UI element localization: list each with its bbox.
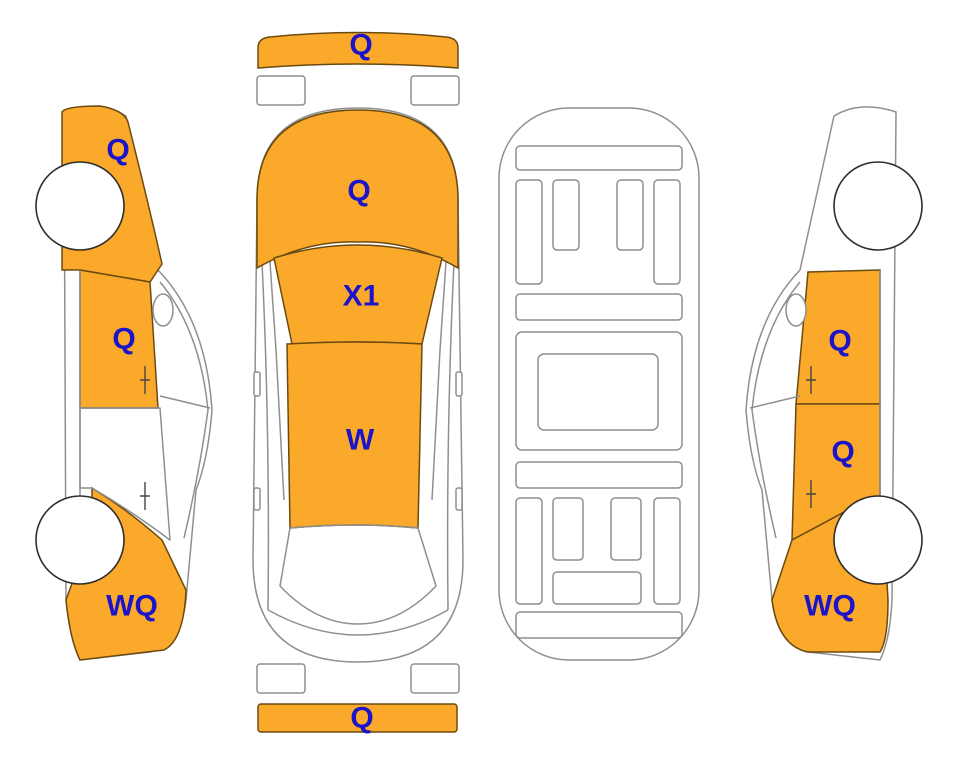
under-bar-mid1 — [515, 293, 683, 321]
right-side-view: Q Q WQ — [745, 106, 923, 661]
under-bar-rear1 — [552, 571, 642, 605]
right-rear-handle — [806, 480, 816, 508]
rear-bumper-mark: Q — [350, 702, 373, 735]
right-rear-quarter-mark: WQ — [804, 590, 856, 623]
mirror-right — [455, 371, 463, 397]
hood-mark: Q — [347, 175, 370, 208]
left-front-door-mark: Q — [112, 323, 135, 356]
under-rail-fr — [653, 179, 681, 285]
left-rear-handle — [140, 482, 150, 510]
door-handle-right — [455, 487, 463, 511]
under-pocket-fl — [552, 179, 580, 251]
left-rear-tire — [35, 495, 125, 585]
pillar-right — [431, 261, 447, 501]
pillar-left — [269, 261, 285, 501]
hood-panel[interactable] — [256, 109, 459, 270]
left-rear-door — [79, 407, 171, 541]
left-mirror — [152, 293, 174, 327]
taillight-right — [410, 663, 460, 694]
right-mirror — [785, 293, 807, 327]
left-side-view: Q Q WQ — [35, 105, 213, 661]
front-bumper-mark: Q — [349, 29, 372, 62]
windshield-mark: X1 — [343, 280, 380, 313]
headlight-left — [256, 75, 306, 106]
under-tank — [537, 353, 659, 431]
side-window-right — [446, 261, 455, 611]
left-front-fender-mark: Q — [106, 134, 129, 167]
trunk-line — [267, 609, 449, 636]
right-window — [751, 281, 801, 539]
top-view: Q Q X1 W Q — [252, 29, 464, 735]
front-bumper-panel[interactable] — [257, 31, 459, 69]
left-beltline — [159, 395, 211, 409]
right-front-door-mark: Q — [828, 325, 851, 358]
underbody-view — [498, 107, 700, 661]
rear-bumper-panel[interactable] — [257, 703, 458, 733]
side-window-left — [261, 261, 270, 611]
under-bar-mid2 — [515, 461, 683, 489]
under-bar-front — [515, 145, 683, 171]
mirror-left — [253, 371, 261, 397]
under-bar-rear2 — [515, 611, 683, 639]
taillight-left — [256, 663, 306, 694]
left-window — [159, 281, 209, 539]
right-rear-tire — [833, 495, 923, 585]
under-rail-rr — [653, 497, 681, 605]
right-rear-door-mark: Q — [831, 436, 854, 469]
door-handle-left — [253, 487, 261, 511]
right-front-handle — [806, 366, 816, 394]
headlight-right — [410, 75, 460, 106]
roof-mark: W — [346, 424, 375, 457]
under-pocket-fr — [616, 179, 644, 251]
under-rail-rl — [515, 497, 543, 605]
left-rear-quarter-mark: WQ — [106, 590, 158, 623]
rear-window — [279, 524, 437, 625]
under-pocket-rr — [610, 497, 642, 561]
left-front-handle — [140, 366, 150, 394]
under-rail-fl — [515, 179, 543, 285]
right-front-tire — [833, 161, 923, 251]
under-pocket-rl — [552, 497, 584, 561]
left-front-tire — [35, 161, 125, 251]
right-beltline — [749, 395, 801, 409]
